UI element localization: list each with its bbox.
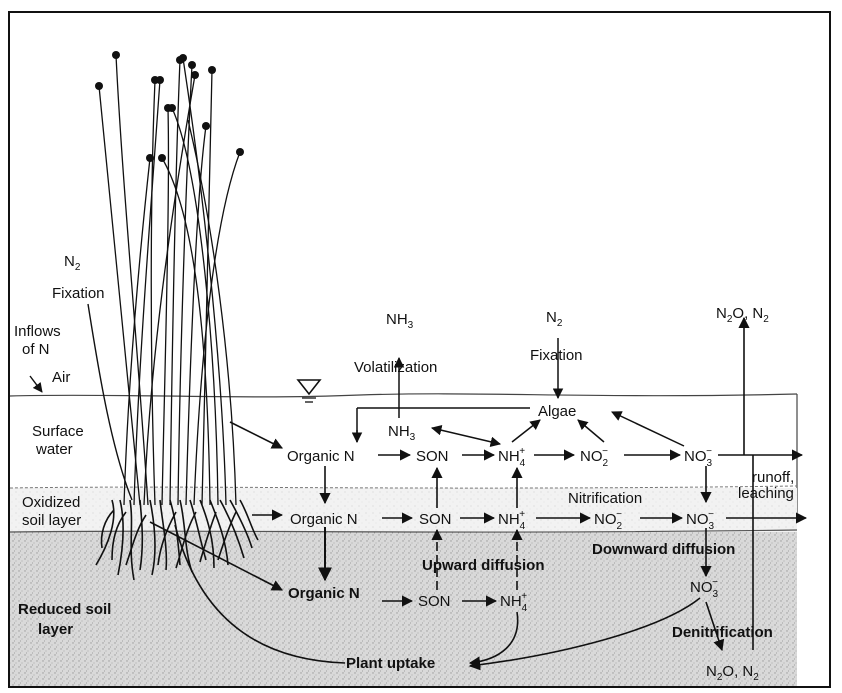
air-label: Air <box>52 369 70 386</box>
denitrification-label: Denitrification <box>672 624 773 641</box>
son-reduced-label: SON <box>418 593 451 610</box>
inflows-arrow <box>30 376 42 392</box>
son-surface-label: SON <box>416 448 449 465</box>
n2-left-label: N2 <box>64 253 81 273</box>
volatilization-label: Volatilization <box>354 359 437 376</box>
nitrification-label: Nitrification <box>568 490 642 507</box>
oxidized-soil-layer <box>10 488 797 532</box>
organic-n-surface-label: Organic N <box>287 448 355 465</box>
plant-uptake-label: Plant uptake <box>346 655 435 672</box>
surface-water-label-line1: Surface <box>32 423 84 440</box>
oxidized-label-line1: Oxidized <box>22 494 80 511</box>
reduced-label-line1: Reduced soil <box>18 601 111 618</box>
fixation-mid-label: Fixation <box>530 347 583 364</box>
inflows-label-line2: of N <box>22 341 50 358</box>
runoff-label-line2: leaching <box>738 485 794 502</box>
n2o-n2-top-label: N2O, N2 <box>716 305 769 325</box>
n2-mid-label: N2 <box>546 309 563 329</box>
inflows-label-line1: Inflows <box>14 323 61 340</box>
fixation-left-label: Fixation <box>52 285 105 302</box>
runoff-label-line1: runoff, <box>752 469 794 486</box>
organic-n-oxidized-label: Organic N <box>290 511 358 528</box>
algae-label: Algae <box>538 403 576 420</box>
oxidized-label-line2: soil layer <box>22 512 81 529</box>
surface-water-label-line2: water <box>35 441 73 458</box>
upward-diffusion-label: Upward diffusion <box>422 557 545 574</box>
reduced-label-line2: layer <box>38 621 73 638</box>
nh3-top-label: NH3 <box>386 311 414 331</box>
water-surface-line <box>10 394 797 397</box>
son-oxidized-label: SON <box>419 511 452 528</box>
organic-n-reduced-label: Organic N <box>288 585 360 602</box>
downward-diffusion-label: Downward diffusion <box>592 541 735 558</box>
